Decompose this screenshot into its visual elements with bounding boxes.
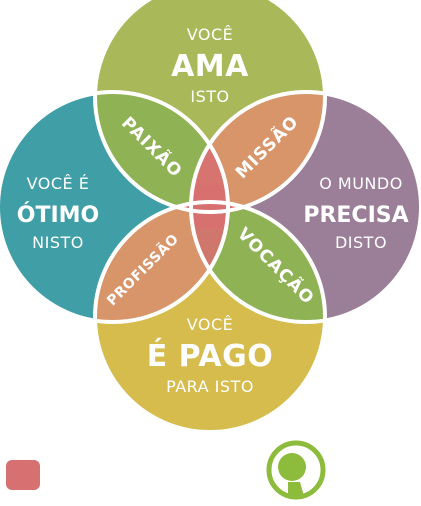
top-circle-line2: AMA [171, 49, 249, 84]
right-circle-line1: O MUNDO [319, 174, 403, 193]
center-core [190, 185, 230, 229]
bottom-circle-line1: VOCÊ [187, 315, 234, 334]
left-circle-line1: VOCÊ É [27, 174, 90, 193]
logo-line2: DE [329, 485, 344, 496]
legend-label-purpose: : PROPÓSITO [50, 466, 198, 492]
top-circle-line1: VOCÊ [187, 25, 234, 44]
right-circle-line3: DISTO [335, 233, 387, 252]
right-circle-line2: PRECISA [303, 203, 408, 228]
bottom-circle-line3: PARA ISTO [166, 377, 254, 396]
top-circle-line3: ISTO [190, 87, 229, 106]
logo-registered-mark: ® [411, 452, 419, 461]
logo-line1: MUDA [331, 451, 400, 475]
circle-outlines [0, 0, 421, 432]
muda-de-ideia-logo: MUDA DE IDEIA ® [266, 440, 419, 500]
left-circle-line2: ÓTIMO [17, 202, 100, 228]
logo-head-icon [266, 440, 326, 500]
bottom-circle-line2: É PAGO [147, 338, 274, 374]
logo-neck-icon [288, 482, 304, 496]
legend-swatch [6, 460, 40, 490]
left-circle-line3: NISTO [32, 233, 84, 252]
logo-brain-icon [278, 453, 306, 481]
logo-line3: IDEIA [343, 475, 404, 499]
